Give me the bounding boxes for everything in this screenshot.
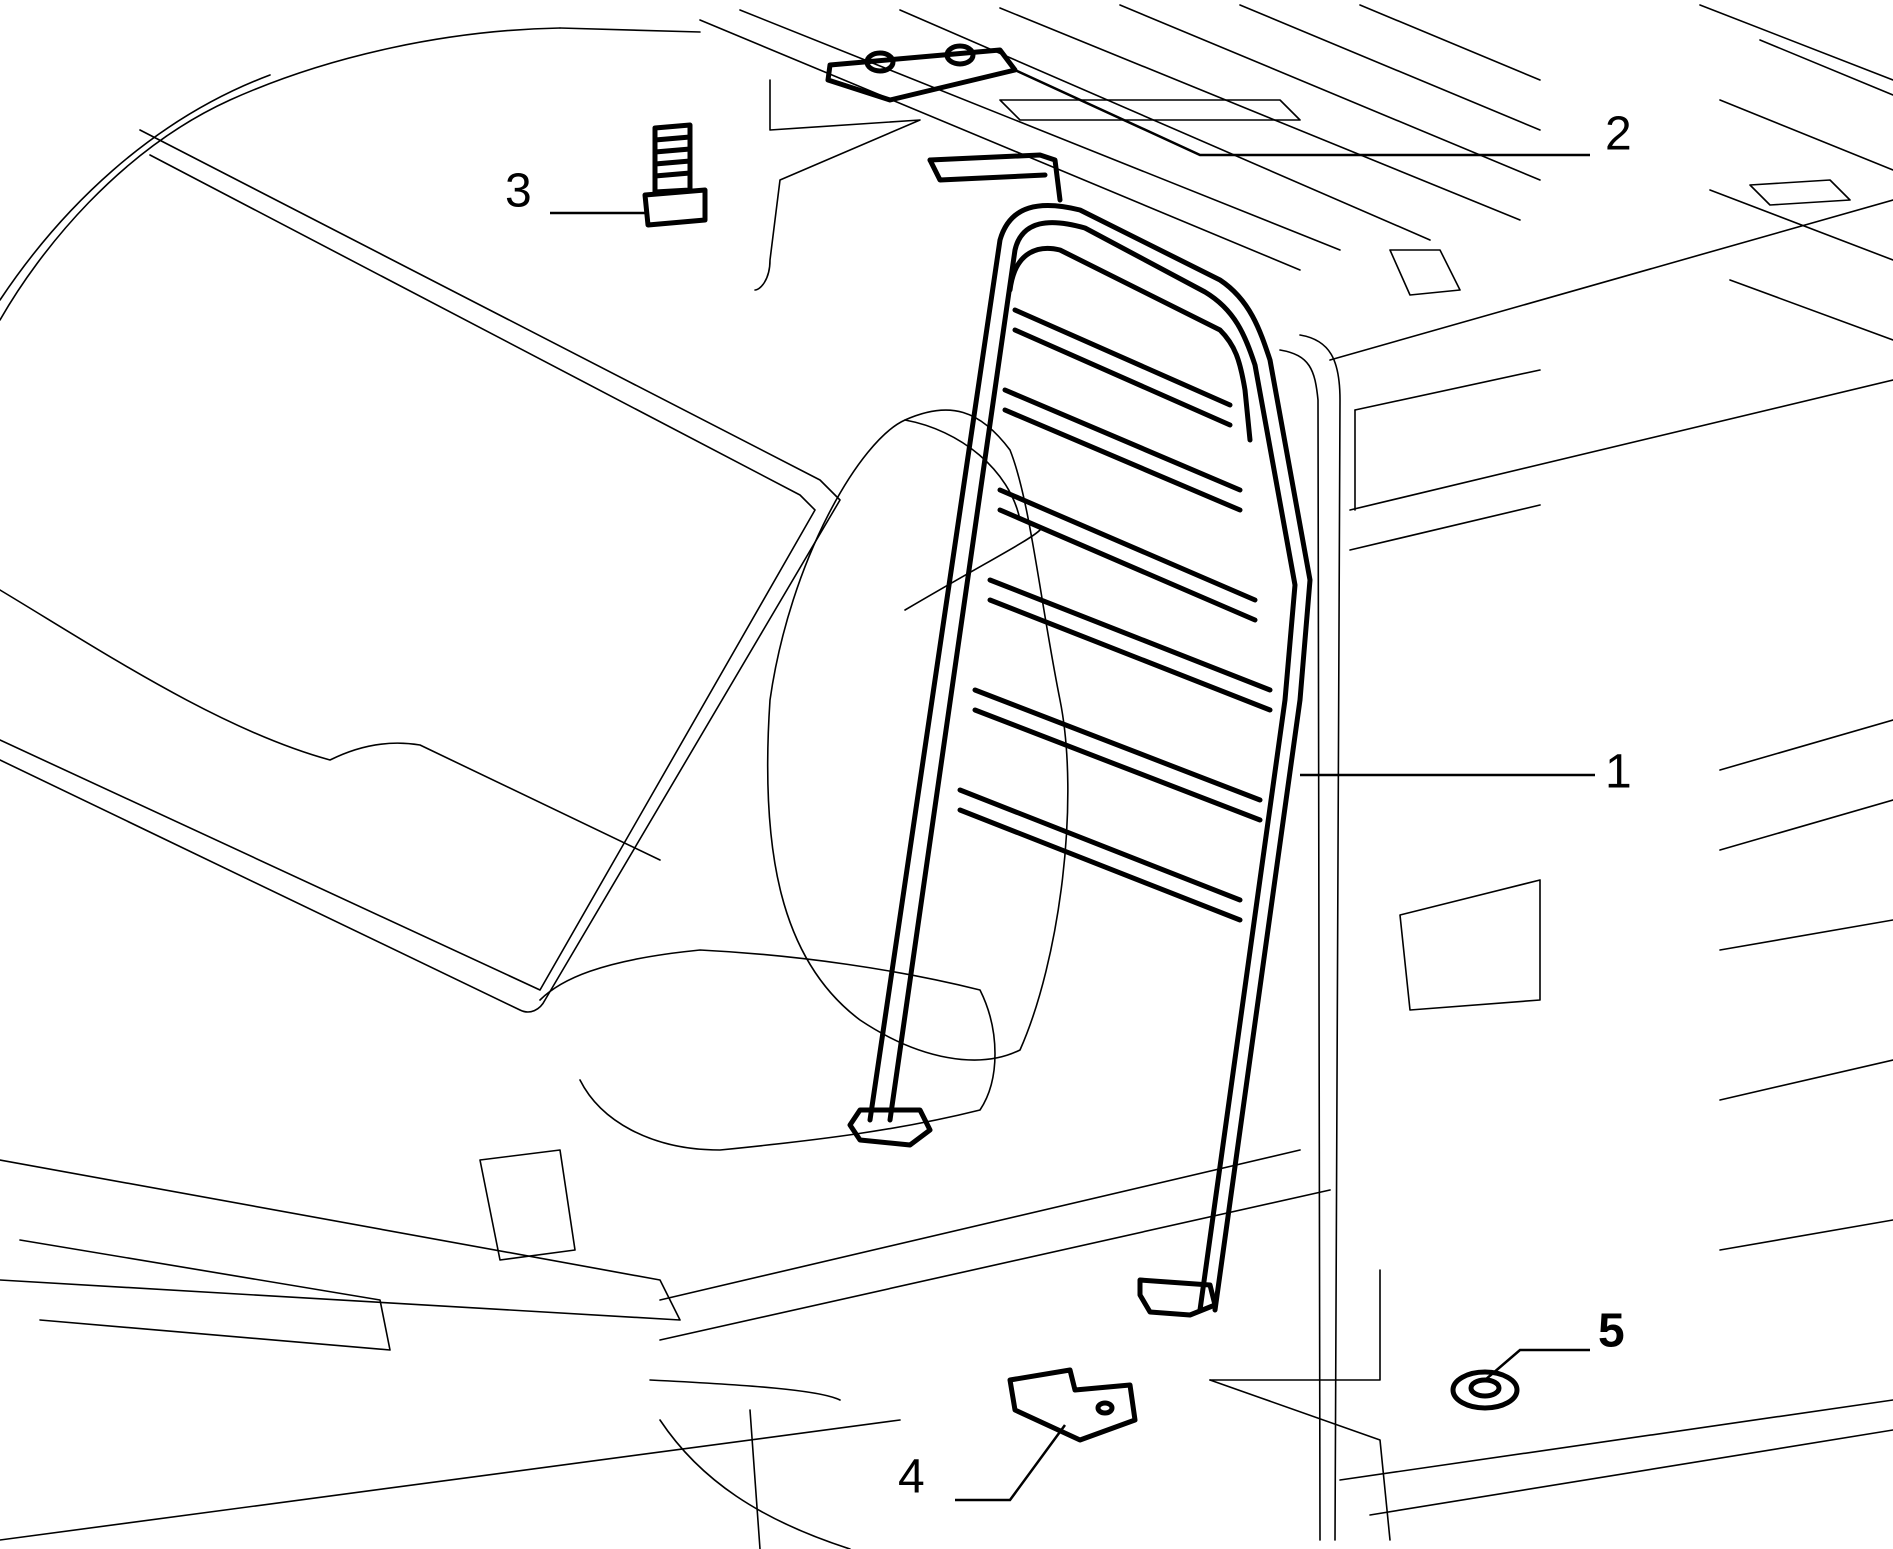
callout-label-3: 3 xyxy=(505,165,532,218)
leader-line-4 xyxy=(955,1424,1067,1502)
leader-line-5 xyxy=(1484,1348,1590,1381)
clip-part-5 xyxy=(1450,1369,1520,1411)
callout-labels: 1 2 3 4 5 xyxy=(505,108,1632,1504)
callout-label-4: 4 xyxy=(898,1451,925,1504)
vehicle-background-linework xyxy=(0,4,1893,1549)
ladder-frame-part-1 xyxy=(847,152,1313,1318)
bracket-plate-part-4 xyxy=(1007,1367,1138,1443)
callout-label-1: 1 xyxy=(1605,746,1632,799)
leader-line-2 xyxy=(1014,68,1590,157)
leader-lines xyxy=(550,68,1595,1502)
mounting-plate-part-2 xyxy=(825,43,1018,103)
bolt-part-3 xyxy=(642,122,708,228)
callout-label-2: 2 xyxy=(1605,108,1632,161)
callout-label-5: 5 xyxy=(1598,1305,1625,1358)
